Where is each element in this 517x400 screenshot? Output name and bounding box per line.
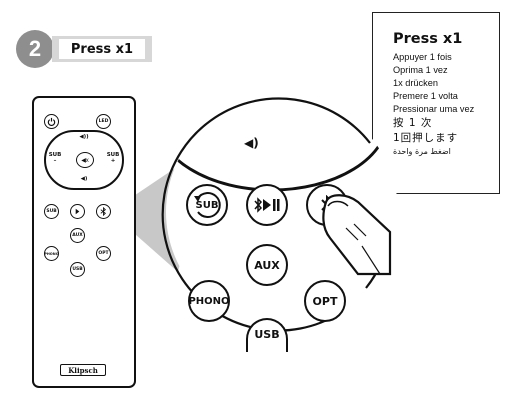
- brand-label: Klipsch: [68, 365, 98, 375]
- usb-button[interactable]: USB: [70, 262, 85, 277]
- bluetooth-button[interactable]: [96, 204, 111, 219]
- bluetooth-icon-small: [100, 207, 106, 216]
- usb-button-magnified[interactable]: USB: [246, 318, 288, 352]
- sub-label-magnified: SUB: [195, 199, 219, 211]
- step-badge: 2 Press x1: [16, 30, 154, 68]
- led-button[interactable]: LED: [96, 114, 111, 129]
- remote-control: LED ◀)) SUB– ◀x SUB+ ◀) SUB AUX PHONO OP…: [32, 96, 136, 388]
- bluetooth-play-pause-icon: [254, 197, 280, 213]
- volume-up-icon[interactable]: ◀)): [79, 134, 89, 140]
- instruction-it: Premere 1 volta: [393, 91, 458, 101]
- bt-play-button-magnified[interactable]: [246, 184, 288, 226]
- step-number: 2: [16, 30, 54, 68]
- mute-icon: ◀x: [81, 157, 89, 164]
- instruction-box: Press x1 Appuyer 1 fois Oprima 1 vez 1x …: [372, 12, 500, 194]
- aux-label: AUX: [72, 233, 83, 238]
- power-icon: [47, 117, 56, 126]
- finger-icon: [322, 194, 392, 276]
- volume-down-button[interactable]: ◀): [80, 176, 88, 182]
- sub-plus-label: SUB: [106, 152, 120, 158]
- phono-button-magnified[interactable]: PHONO: [188, 280, 230, 322]
- phono-label: PHONO: [44, 251, 59, 256]
- usb-label-magnified: USB: [254, 328, 280, 341]
- instruction-pt: Pressionar uma vez: [393, 104, 475, 114]
- opt-button-magnified[interactable]: OPT: [304, 280, 346, 322]
- aux-button-magnified[interactable]: AUX: [246, 244, 288, 286]
- instruction-es: Oprima 1 vez: [393, 65, 448, 75]
- power-button[interactable]: [44, 114, 59, 129]
- opt-label: OPT: [98, 251, 109, 256]
- bt-play-button[interactable]: [70, 204, 85, 219]
- phono-label-magnified: PHONO: [188, 295, 230, 307]
- step-pill: Press x1: [52, 36, 152, 62]
- instruction-de: 1x drücken: [393, 78, 438, 88]
- aux-label-magnified: AUX: [254, 258, 280, 272]
- instruction-zh: 按 1 次: [393, 117, 433, 129]
- instruction-title: Press x1: [393, 31, 463, 47]
- aux-button[interactable]: AUX: [70, 228, 85, 243]
- opt-button[interactable]: OPT: [96, 246, 111, 261]
- phono-button[interactable]: PHONO: [44, 246, 59, 261]
- led-label: LED: [98, 119, 109, 124]
- sub-button-magnified[interactable]: SUB: [186, 184, 228, 226]
- instruction-ja: 1回押します: [393, 131, 459, 144]
- mute-button[interactable]: ◀x: [76, 152, 94, 168]
- play-pause-icon: [75, 208, 80, 215]
- cycle-arrow-icon: [194, 192, 221, 218]
- sub-button[interactable]: SUB: [44, 204, 59, 219]
- volume-down-icon: ◀): [244, 136, 259, 150]
- instruction-fr: Appuyer 1 fois: [393, 52, 452, 62]
- usb-label: USB: [72, 267, 83, 272]
- sub-minus-button[interactable]: SUB–: [48, 152, 62, 164]
- opt-label-magnified: OPT: [312, 294, 338, 308]
- dpad-ring-magnified: [166, 96, 390, 192]
- sub-label: SUB: [46, 209, 57, 214]
- instruction-ar: اضغط مرة واحدة: [393, 147, 451, 156]
- brand-logo: Klipsch: [60, 364, 106, 376]
- sub-plus-button[interactable]: SUB+: [106, 152, 120, 164]
- step-label: Press x1: [59, 39, 145, 59]
- remote-dpad: ◀)) SUB– ◀x SUB+ ◀): [44, 130, 124, 190]
- sub-minus-label: SUB: [48, 152, 62, 158]
